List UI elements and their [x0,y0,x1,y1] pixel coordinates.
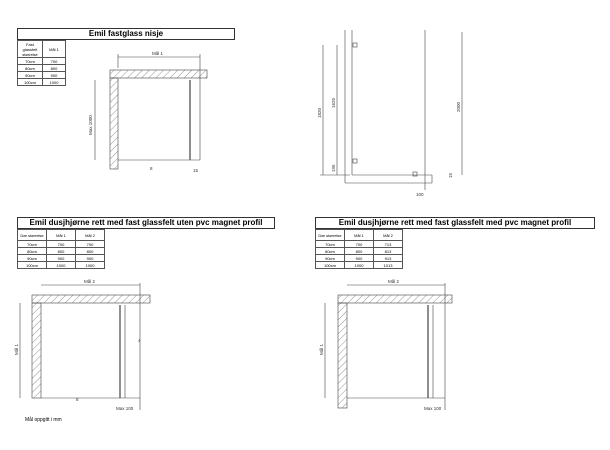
dim-label: Mål 2 [388,278,400,284]
cell: 1013 [373,261,403,269]
title-uten-pvc: Emil dusjhjørne rett med fast glassfelt … [17,217,275,229]
dim-label: 1625 [331,97,336,108]
dim-label: Mål 1 [152,50,164,56]
cell: 1000 [75,261,105,269]
title-fastglass-nisje: Emil fastglass nisje [17,28,235,40]
dim-label: 15 [193,168,199,173]
dim-label: 2000 [456,101,461,112]
dim-label: Max 100 [116,406,134,411]
dim-label: 8 [150,166,153,171]
dim-label: Max 1000 [88,115,93,135]
dim-label: 15 [448,172,453,178]
title-med-pvc: Emil dusjhjørne rett med fast glassfelt … [315,217,595,229]
dim-label: Mål 1 [318,343,324,355]
units-note: Mål oppgitt i mm [25,417,62,423]
dim-label: 1820 [317,107,322,118]
cell: 1000 [42,78,66,86]
dim-label: 8 [76,397,79,402]
plan-fastglass-nisje: Mål 1 Max 1000 8 15 [88,50,208,173]
plan-med-pvc: Mål 2 Mål 1 Max 100 [318,278,453,411]
dim-label: Mål 1 [13,343,19,355]
dim-label: 4 [138,338,141,343]
dim-label: 100 [416,192,424,197]
dim-label: Max 100 [424,406,442,411]
header: Mål 2 [75,229,105,241]
dim-label: Mål 2 [84,278,96,284]
elevation-view: 1820 1625 195 2000 100 15 [317,30,463,197]
plan-uten-pvc: Mål 2 Mål 1 4 8 Max 100 [13,278,151,411]
dim-label: 195 [331,164,336,172]
